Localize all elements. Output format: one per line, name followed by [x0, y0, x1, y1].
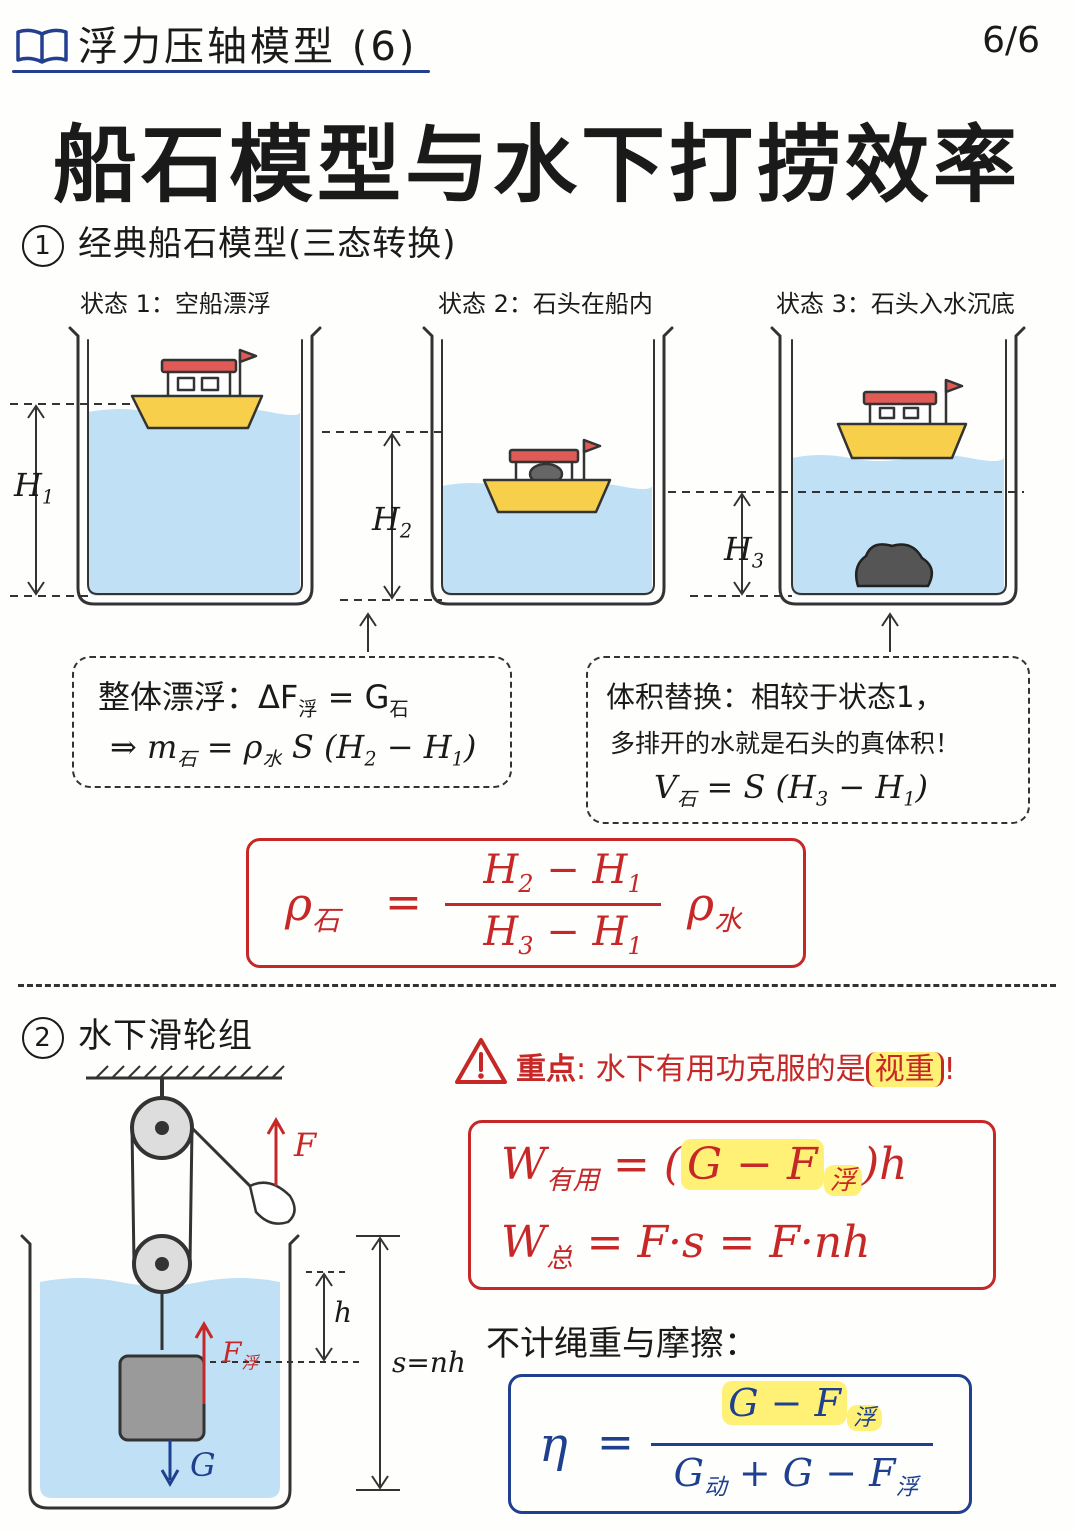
beakers-diagram [10, 326, 1026, 652]
boat2 [482, 438, 612, 514]
density-eq: = [385, 877, 422, 928]
submerged-block [118, 1354, 206, 1442]
volume-replace-line1: 体积替换：相较于状态1， [606, 680, 944, 714]
beaker3-inner [791, 339, 1007, 595]
beaker2 [422, 326, 674, 606]
h1-label: H1 [14, 466, 55, 509]
efficiency-denominator: G动 + G − F浮 [673, 1451, 919, 1501]
hand [248, 1181, 296, 1225]
whole-float-line1: 整体漂浮：ΔF浮 = G石 [98, 678, 409, 721]
height-label: h [334, 1296, 353, 1329]
state2-label: 状态 2：石头在船内 [438, 290, 653, 318]
density-numerator: H2 − H1 [483, 847, 643, 898]
warning-triangle-icon [455, 1038, 507, 1084]
density-fraction-bar [445, 903, 661, 906]
beaker2-water [442, 483, 652, 596]
section2-number: 2 [22, 1016, 64, 1059]
whole-float-line2: ⇒ m石 = ρ水 S (H2 − H1) [110, 728, 477, 771]
whole-float-box: 整体漂浮：ΔF浮 = G石 ⇒ m石 = ρ水 S (H2 − H1) [72, 656, 512, 788]
series-title: 浮力压轴模型 (6) [78, 24, 418, 70]
section1-title: 经典船石模型(三态转换) [78, 224, 457, 264]
beaker1-water [88, 409, 300, 596]
page-number: 6/6 [982, 20, 1040, 61]
total-work-line: W总 = F·s = F·nh [501, 1217, 871, 1274]
section1-number: 1 [22, 224, 64, 267]
density-denominator: H3 − H1 [483, 909, 643, 960]
section1-heading: 1 经典船石模型(三态转换) [22, 216, 457, 267]
boat1 [130, 348, 264, 430]
header-underline [12, 70, 430, 73]
apparent-weight-highlight: 视重 [865, 1052, 944, 1087]
key-point: 重点: 水下有用功克服的是视重! [516, 1052, 956, 1087]
distance-label: s=nh [392, 1346, 466, 1379]
h3-label: H3 [724, 530, 765, 573]
boat3 [836, 378, 968, 460]
ignore-rope-note: 不计绳重与摩擦： [486, 1324, 758, 1364]
pulley-diagram [20, 1065, 400, 1510]
main-title: 船石模型与水下打捞效率 [52, 116, 1021, 214]
state3-label: 状态 3：石头入水沉底 [776, 290, 1015, 318]
tank [20, 1234, 300, 1510]
density-rhs: ρ水 [687, 877, 742, 938]
section2-heading: 2 水下滑轮组 [22, 1008, 253, 1059]
volume-replace-line2: 多排开的水就是石头的真体积！ [610, 729, 961, 758]
stone [855, 543, 934, 588]
buoyancy-label: F浮 [222, 1336, 259, 1373]
efficiency-lhs: η [539, 1417, 568, 1473]
beaker2-inner [441, 339, 655, 595]
volume-replace-line3: V石 = S (H3 − H1) [654, 768, 928, 811]
force-label: F [294, 1126, 317, 1164]
beaker3 [770, 326, 1026, 606]
beaker1 [68, 326, 322, 606]
efficiency-fraction-bar [651, 1443, 933, 1446]
density-formula-box: ρ石 = H2 − H1 H3 − H1 ρ水 [246, 838, 806, 968]
gravity-label: G [190, 1446, 216, 1484]
efficiency-eq: = [597, 1417, 634, 1468]
volume-replace-box: 体积替换：相较于状态1， 多排开的水就是石头的真体积！ V石 = S (H3 −… [586, 656, 1030, 824]
beaker1-inner [87, 339, 303, 595]
open-book-icon [16, 28, 68, 64]
beaker3-water [792, 455, 1004, 596]
section-divider [18, 984, 1056, 987]
section2-title: 水下滑轮组 [78, 1016, 253, 1056]
state1-label: 状态 1：空船漂浮 [80, 290, 271, 318]
h2-label: H2 [372, 500, 413, 543]
density-lhs: ρ石 [285, 877, 340, 938]
